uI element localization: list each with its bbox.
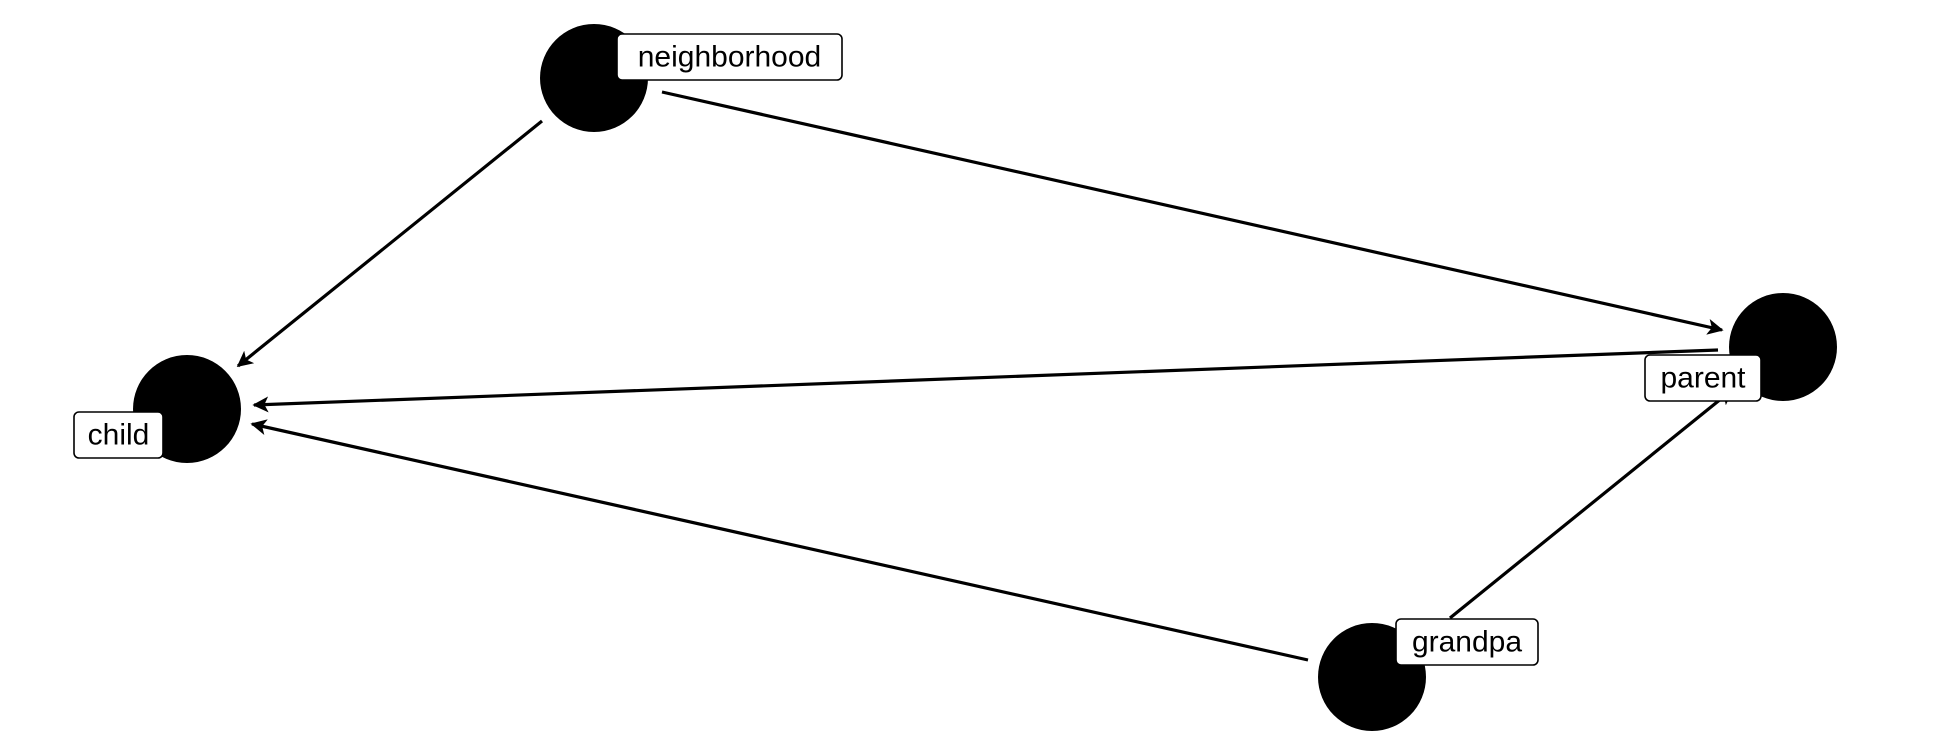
label-neighborhood-text: neighborhood — [638, 41, 822, 74]
labels-layer: neighborhood child parent grandpa — [73, 33, 1762, 666]
label-parent: parent — [1644, 354, 1762, 402]
label-grandpa-text: grandpa — [1412, 626, 1522, 659]
label-child: child — [73, 411, 164, 459]
edges-layer — [236, 90, 1734, 662]
label-child-box — [73, 411, 164, 459]
label-grandpa-box — [1395, 618, 1539, 666]
edge-grandpa-to-parent — [1448, 388, 1734, 620]
label-parent-text: parent — [1660, 362, 1746, 395]
label-child-text: child — [88, 419, 150, 452]
edge-neighborhood-to-parent — [661, 90, 1724, 335]
label-parent-box — [1644, 354, 1762, 402]
edge-neighborhood-to-child — [236, 119, 544, 368]
edge-parent-to-child — [252, 348, 1719, 413]
label-grandpa: grandpa — [1395, 618, 1539, 666]
edge-grandpa-to-child — [250, 419, 1309, 662]
label-neighborhood-box — [616, 33, 843, 81]
label-neighborhood: neighborhood — [616, 33, 843, 81]
